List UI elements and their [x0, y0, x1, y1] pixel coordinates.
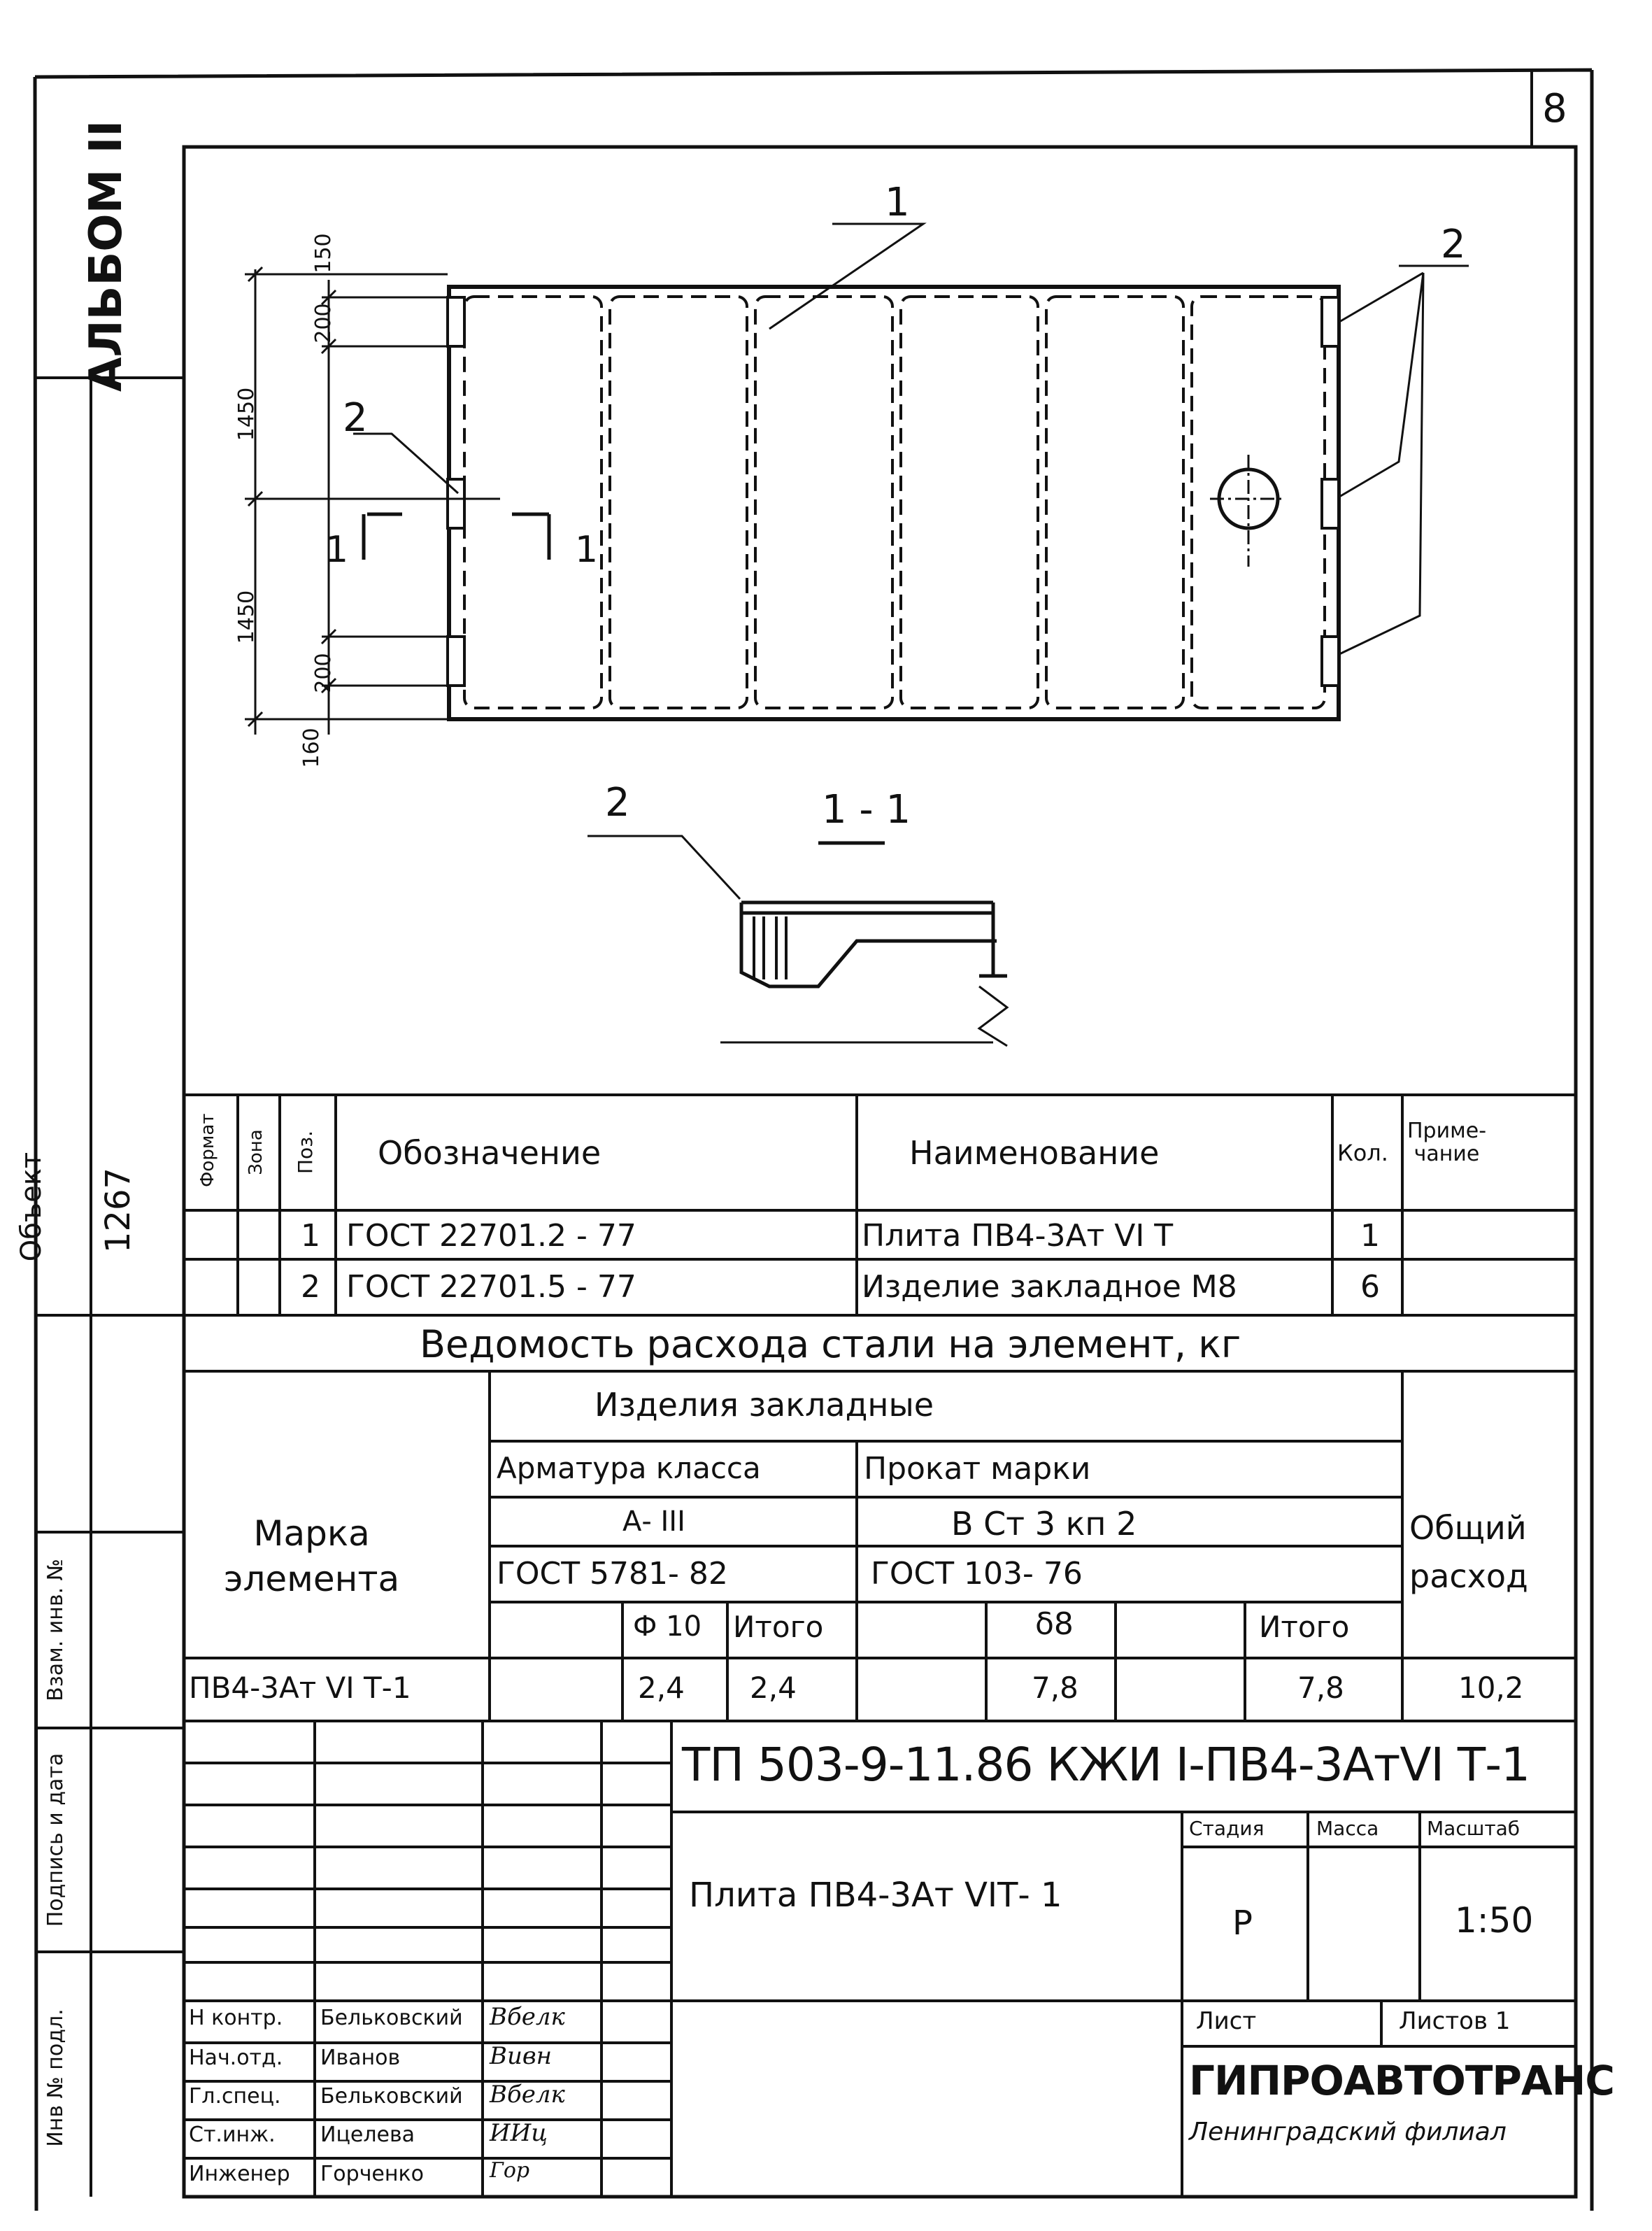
- steel-armature-gost: ГОСТ 5781- 82: [497, 1556, 728, 1592]
- steel-row-itogo2: 7,8: [1297, 1671, 1344, 1705]
- signature: Вбелк: [490, 2081, 565, 2109]
- dim-200-top: 200: [311, 303, 336, 343]
- signer-role: Ст.инж.: [189, 2123, 276, 2147]
- sheet-number: 8: [1542, 86, 1567, 132]
- signer-name: Ицелева: [320, 2123, 415, 2147]
- spec-row1-qty: 1: [1360, 1218, 1380, 1254]
- callout-1: 1: [885, 180, 910, 225]
- vzam-inv-label: Взам. инв. №: [43, 1559, 68, 1701]
- branch-name: Ленинградский филиал: [1189, 2118, 1507, 2146]
- organization-name: ГИПРОАВТОТРАНС: [1189, 2057, 1615, 2104]
- stage-label: Стадия: [1189, 1817, 1265, 1840]
- spec-row2-pos: 2: [301, 1269, 320, 1305]
- steel-sub-itogo1: Итого: [733, 1610, 824, 1644]
- spec-row2-designation: ГОСТ 22701.5 - 77: [346, 1269, 636, 1305]
- signature: Гор: [490, 2158, 530, 2183]
- plate-ribs: [463, 295, 1326, 709]
- steel-mark-header: Марка элемента: [224, 1513, 400, 1599]
- signer-name: Бельковский: [320, 2006, 463, 2030]
- steel-sub-d8: δ8: [1035, 1606, 1074, 1642]
- spec-row2-qty: 6: [1360, 1269, 1380, 1305]
- spec-row2-name: Изделие закладное М8: [862, 1269, 1237, 1305]
- signer-role: Нач.отд.: [189, 2046, 283, 2070]
- inv-podl-label: Инв № подл.: [43, 2009, 68, 2147]
- steel-sub-phi10: Ф 10: [633, 1610, 702, 1643]
- spec-header-zone: Зона: [245, 1129, 266, 1175]
- signer-role: Инженер: [189, 2162, 290, 2186]
- spec-header-qty: Кол.: [1337, 1140, 1388, 1166]
- scale-label: Масштаб: [1427, 1817, 1521, 1840]
- signer-name: Горченко: [320, 2162, 424, 2186]
- object-number: 1267: [99, 1167, 138, 1254]
- section-mark-left: 1: [325, 529, 349, 571]
- steel-sub-itogo2: Итого: [1259, 1610, 1350, 1644]
- document-name: Плита ПВ4-3Ат VIТ- 1: [689, 1876, 1062, 1915]
- inner-frame: [182, 145, 1578, 2199]
- dim-1450-bottom: 1450: [234, 590, 259, 644]
- sheet-label: Лист: [1196, 2007, 1257, 2035]
- dim-150: 150: [311, 233, 336, 274]
- steel-armature-header: Арматура класса: [497, 1451, 761, 1485]
- mass-label: Масса: [1316, 1817, 1379, 1840]
- steel-row-itogo1: 2,4: [750, 1671, 797, 1705]
- sheets-count-label: Листов 1: [1399, 2007, 1511, 2035]
- callout-2-left: 2: [343, 395, 368, 441]
- steel-row-mark: ПВ4-3Ат VI Т-1: [189, 1671, 411, 1705]
- steel-rolled-gost: ГОСТ 103- 76: [871, 1556, 1083, 1592]
- section-mark-right: 1: [575, 529, 599, 571]
- callout-2-right: 2: [1441, 222, 1466, 267]
- section-1-1: [720, 900, 1009, 1047]
- signature-date-label: Подпись и дата: [43, 1752, 68, 1927]
- signer-name: Иванов: [320, 2046, 401, 2070]
- steel-rolled-header: Прокат марки: [864, 1451, 1091, 1487]
- spec-row1-pos: 1: [301, 1218, 320, 1254]
- dim-1450-top: 1450: [234, 387, 259, 441]
- steel-embedded-header: Изделия закладные: [594, 1386, 934, 1424]
- steel-row-d8: 7,8: [1032, 1671, 1078, 1705]
- object-label: Объект: [15, 1152, 48, 1262]
- steel-table-title: Ведомость расхода стали на элемент, кг: [420, 1322, 1241, 1366]
- section-title: 1 - 1: [822, 787, 911, 833]
- signer-role: Н контр.: [189, 2006, 283, 2030]
- spec-header-format: Формат: [197, 1113, 218, 1188]
- steel-total-header: Общий расход: [1409, 1509, 1528, 1595]
- spec-header-name: Наименование: [909, 1134, 1160, 1172]
- embedded-items: [446, 296, 1340, 687]
- steel-row-phi10: 2,4: [638, 1671, 685, 1705]
- dim-160: 160: [299, 728, 324, 768]
- album-label: АЛЬБОМ II: [80, 120, 132, 392]
- spec-header-note: Приме- чание: [1407, 1119, 1487, 1166]
- steel-rolled-grade: В Ст 3 кп 2: [951, 1505, 1137, 1543]
- dim-200-bottom: 200: [311, 653, 336, 693]
- signature: ИИц: [490, 2119, 548, 2147]
- steel-armature-class: А- III: [622, 1506, 685, 1538]
- steel-row-total: 10,2: [1458, 1671, 1524, 1705]
- spec-header-designation: Обозначение: [378, 1134, 601, 1172]
- signature: Вивн: [490, 2042, 553, 2070]
- stage-value: Р: [1232, 1904, 1253, 1943]
- spec-row1-designation: ГОСТ 22701.2 - 77: [346, 1218, 636, 1254]
- signer-role: Гл.спец.: [189, 2084, 281, 2109]
- callout-2-section: 2: [605, 780, 630, 826]
- spec-row1-name: Плита ПВ4-3Ат VI Т: [862, 1218, 1174, 1254]
- sheet-outer-frame: [33, 68, 1594, 2211]
- spec-header-pos: Поз.: [294, 1131, 317, 1174]
- signature: Вбелк: [490, 2003, 565, 2031]
- signer-name: Бельковский: [320, 2084, 463, 2109]
- scale-value: 1:50: [1455, 1900, 1534, 1941]
- document-code: ТП 503-9-11.86 КЖИ I-ПВ4-3АтVI Т-1: [682, 1738, 1530, 1792]
